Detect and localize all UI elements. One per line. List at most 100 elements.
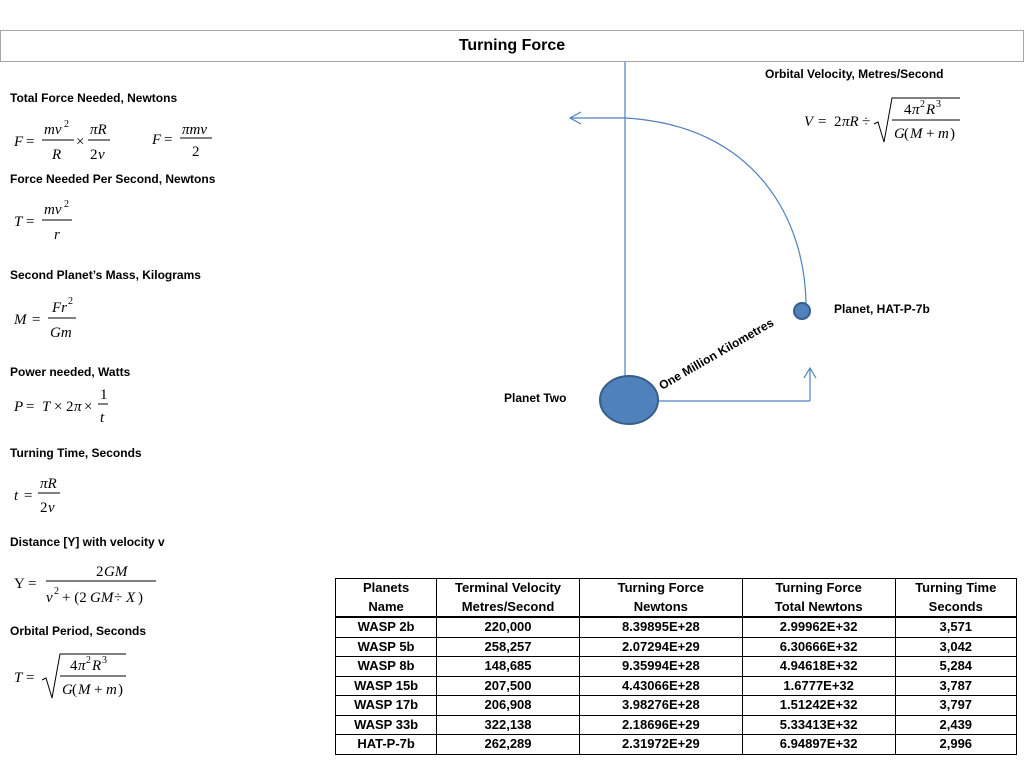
svg-text:2: 2 — [68, 296, 73, 307]
planet-two-circle — [599, 375, 659, 425]
svg-text:=: = — [26, 399, 34, 415]
svg-text:t: t — [100, 410, 105, 426]
svg-text:2: 2 — [96, 564, 104, 580]
table-row: WASP 5b 258,257 2.07294E+29 6.30666E+32 … — [334, 636, 1018, 657]
table-cell: 3,797 — [894, 695, 1018, 716]
table-cell: 5,284 — [894, 656, 1018, 677]
header-cell: Seconds — [894, 597, 1018, 618]
svg-text:T: T — [42, 399, 52, 415]
svg-text:Fr: Fr — [51, 300, 67, 316]
svg-text:2: 2 — [86, 655, 91, 666]
svg-text:P: P — [13, 399, 23, 415]
page-title: Turning Force — [0, 30, 1024, 62]
svg-text:2: 2 — [40, 500, 48, 516]
table-row: WASP 17b 206,908 3.98276E+28 1.51242E+32… — [334, 695, 1018, 716]
svg-text:m: m — [106, 682, 117, 698]
label-turning-time: Turning Time, Seconds — [10, 446, 142, 460]
svg-text:M: M — [909, 126, 924, 142]
svg-text:2: 2 — [834, 114, 842, 130]
svg-text:X: X — [125, 590, 136, 606]
table-cell: 220,000 — [436, 616, 580, 638]
svg-text:): ) — [138, 590, 143, 606]
svg-text:×: × — [54, 399, 62, 415]
svg-text:2: 2 — [66, 399, 74, 415]
table-cell: WASP 15b — [334, 675, 438, 696]
table-cell: 322,138 — [436, 714, 580, 735]
table-cell: 2,439 — [894, 714, 1018, 735]
svg-text:2: 2 — [920, 99, 925, 110]
table-cell: WASP 8b — [334, 656, 438, 677]
table-cell: 4.43066E+28 — [578, 675, 743, 696]
header-cell: Terminal Velocity — [436, 578, 580, 598]
table-cell: 9.35994E+28 — [578, 656, 743, 677]
table-cell: 262,289 — [436, 734, 580, 755]
svg-text:=: = — [24, 488, 32, 504]
svg-text:v: v — [48, 500, 55, 516]
svg-text:4: 4 — [70, 658, 78, 674]
header-cell: Newtons — [578, 597, 743, 618]
label-orbital-velocity: Orbital Velocity, Metres/Second — [765, 67, 944, 81]
table-cell: 3,042 — [894, 636, 1018, 657]
svg-text:2: 2 — [54, 586, 59, 597]
table-cell: 258,257 — [436, 636, 580, 657]
svg-text:πR: πR — [842, 114, 859, 130]
header-cell: Planets — [334, 578, 438, 598]
svg-text:=: = — [26, 214, 34, 230]
table-cell: WASP 33b — [334, 714, 438, 735]
svg-text:+: + — [926, 126, 934, 142]
table-cell: 2.31972E+29 — [578, 734, 743, 755]
arrow-up-icon — [803, 366, 817, 379]
table-cell: WASP 5b — [334, 636, 438, 657]
svg-text:×: × — [76, 134, 84, 150]
table-cell: WASP 2b — [334, 616, 438, 638]
table-header-row-bottom: Name Metres/Second Newtons Total Newtons… — [334, 597, 1018, 618]
planet-two-label: Planet Two — [504, 391, 566, 405]
results-table: Planets Terminal Velocity Turning Force … — [334, 578, 1018, 755]
table-header-row-top: Planets Terminal Velocity Turning Force … — [334, 578, 1018, 598]
svg-text:G: G — [62, 682, 73, 698]
svg-text:m: m — [938, 126, 949, 142]
svg-text:1: 1 — [100, 387, 108, 403]
svg-text:÷: ÷ — [862, 114, 870, 130]
table-cell: 6.30666E+32 — [741, 636, 896, 657]
label-distance: Distance [Y] with velocity v — [10, 535, 165, 549]
table-cell: HAT-P-7b — [334, 734, 438, 755]
table-cell: 6.94897E+32 — [741, 734, 896, 755]
svg-text:t: t — [14, 488, 19, 504]
table-cell: 1.51242E+32 — [741, 695, 896, 716]
svg-text:π: π — [912, 102, 920, 118]
svg-text:M: M — [77, 682, 92, 698]
table-cell: 207,500 — [436, 675, 580, 696]
svg-text:GM: GM — [90, 590, 115, 606]
svg-text:M: M — [13, 312, 28, 328]
svg-text:R: R — [51, 147, 61, 163]
header-cell: Turning Time — [894, 578, 1018, 598]
svg-text:mv: mv — [44, 122, 62, 138]
svg-text:+: + — [94, 682, 102, 698]
label-second-planet-mass: Second Planet’s Mass, Kilograms — [10, 268, 201, 282]
svg-text:(: ( — [904, 126, 909, 142]
table-cell: 5.33413E+32 — [741, 714, 896, 735]
svg-text:V: V — [804, 114, 815, 130]
svg-text:Gm: Gm — [50, 325, 72, 341]
svg-text:3: 3 — [102, 655, 107, 666]
svg-text:2: 2 — [64, 199, 69, 210]
planet-hat-p-7b-circle — [793, 302, 811, 320]
header-cell: Turning Force — [741, 578, 896, 598]
svg-text:πmv: πmv — [182, 122, 207, 138]
svg-text:÷: ÷ — [114, 590, 122, 606]
svg-text:R: R — [925, 102, 935, 118]
svg-text:): ) — [118, 682, 123, 698]
svg-text:=: = — [818, 114, 826, 130]
distance-label: One Million Kilometres — [657, 315, 777, 392]
label-force-per-second: Force Needed Per Second, Newtons — [10, 172, 216, 186]
svg-text:2: 2 — [192, 144, 200, 160]
table-row: WASP 2b 220,000 8.39895E+28 2.99962E+32 … — [334, 616, 1018, 638]
svg-text:F: F — [151, 132, 162, 148]
